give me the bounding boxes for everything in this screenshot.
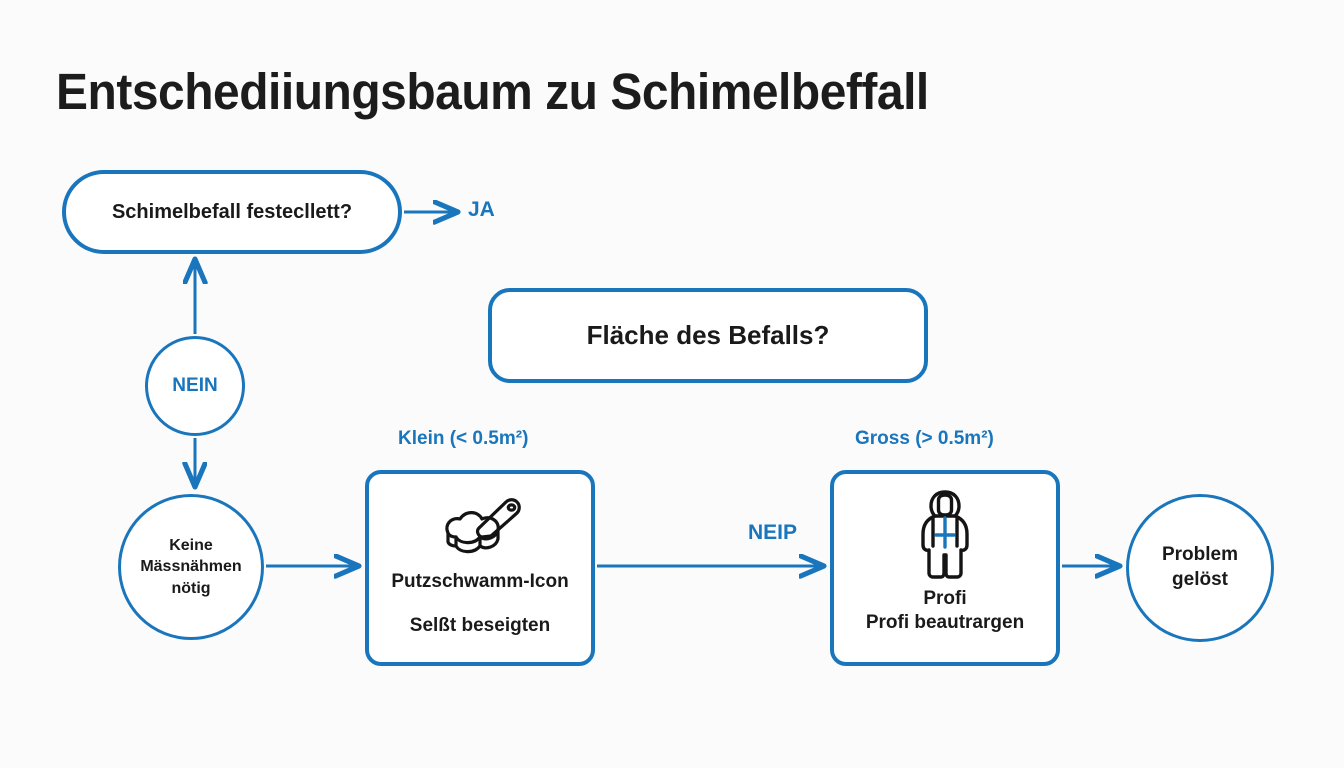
page-title: Entschediiungsbaum zu Schimelbeffall [56, 63, 929, 120]
node-self-caption: Putzschwamm-Icon [391, 571, 569, 592]
putzschwamm-icon-wrap [434, 486, 526, 562]
node-nein-label: NEIN [172, 375, 218, 396]
node-flaeche-des-befalls[interactable]: Fläche des Befalls? [488, 288, 928, 383]
node-schimelbefall-festgestellt[interactable]: Schimelbefall festecllett? [62, 170, 402, 254]
node-none-line1: Keine [169, 537, 213, 555]
hazmat-suit-icon-wrap [914, 486, 976, 582]
edge-label-ja: JA [468, 198, 495, 221]
node-area-label: Fläche des Befalls? [586, 320, 830, 350]
hazmat-suit-icon [921, 490, 969, 579]
node-keine-massnahmen-noetig[interactable]: Keine Mässnähmen nötig [118, 494, 264, 640]
node-pro-caption: Profi [923, 588, 967, 609]
putzschwamm-icon [445, 498, 521, 554]
node-nein[interactable]: NEIN [145, 336, 245, 436]
node-pro-action: Profi beautrargen [865, 612, 1025, 633]
edge-label-gross: Gross (> 0.5m²) [855, 428, 994, 449]
node-profi-beauftragen[interactable]: Profi Profi beautrargen [830, 470, 1060, 666]
node-selbst-beseitigen[interactable]: Putzschwamm-Icon Selßt beseigten [365, 470, 595, 666]
node-detect-label: Schimelbefall festecllett? [111, 200, 353, 223]
edge-label-klein: Klein (< 0.5m²) [398, 428, 529, 449]
node-self-action: Selßt beseigten [409, 615, 551, 636]
node-problem-geloest[interactable]: Problem gelöst [1126, 494, 1274, 642]
edge-label-neip: NEIP [748, 521, 798, 544]
node-done-line2: gelöst [1172, 569, 1228, 590]
node-none-line2: Mässnähmen [140, 558, 242, 576]
node-done-line1: Problem [1161, 544, 1239, 566]
node-none-line3: nötig [171, 579, 211, 597]
